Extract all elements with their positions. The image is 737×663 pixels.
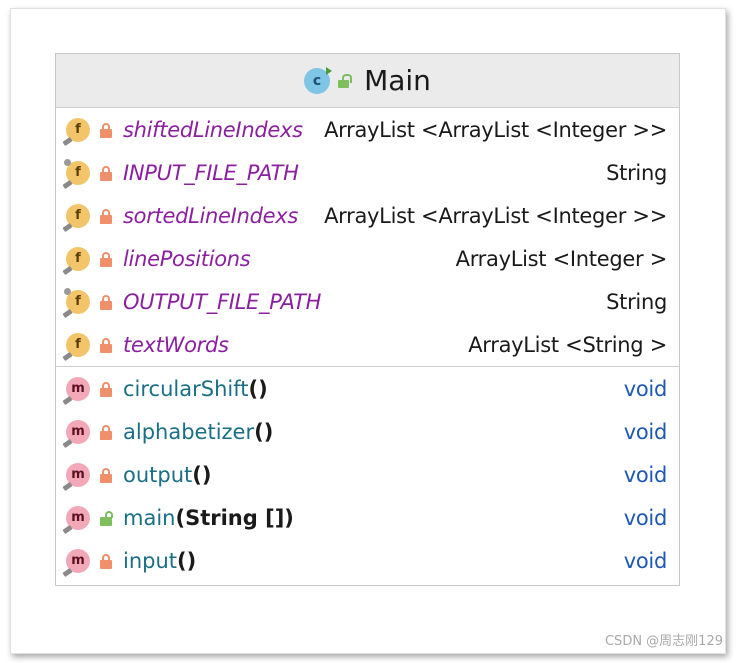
method-name: circularShift: [123, 376, 249, 401]
field-f-final-icon: f: [62, 158, 90, 189]
field-type: String: [606, 289, 667, 314]
method-return-type: void: [623, 548, 668, 573]
field-row: f linePositions ArrayList <Integer >: [56, 237, 679, 280]
field-row: f OUTPUT_FILE_PATH String: [56, 280, 679, 323]
method-return-type: void: [623, 419, 668, 444]
field-name: INPUT_FILE_PATH: [123, 160, 299, 185]
field-f-final-icon: f: [62, 287, 90, 318]
method-row: m circularShift () void: [56, 367, 679, 410]
method-params: (): [248, 376, 268, 401]
method-name: input: [123, 548, 178, 573]
method-row: m input () void: [56, 539, 679, 582]
method-name: output: [123, 462, 193, 487]
method-params: (): [177, 548, 197, 573]
field-type: ArrayList <ArrayList <Integer >>: [324, 117, 667, 142]
lock-icon: [99, 553, 113, 569]
method-return-type: void: [623, 462, 668, 487]
fields-section: f shiftedLineIndexs ArrayList <ArrayList…: [56, 108, 679, 367]
method-row: m alphabetizer () void: [56, 410, 679, 453]
field-type: ArrayList <String >: [468, 332, 667, 357]
field-type: ArrayList <Integer >: [455, 246, 668, 271]
method-row: m output () void: [56, 453, 679, 496]
lock-icon: [99, 208, 113, 224]
field-row: f shiftedLineIndexs ArrayList <ArrayList…: [56, 108, 679, 151]
unlock-icon: [336, 73, 353, 88]
field-row: f sortedLineIndexs ArrayList <ArrayList …: [56, 194, 679, 237]
method-name: main: [123, 505, 176, 530]
method-params: (String []): [175, 505, 294, 530]
method-row: m main (String []) void: [56, 496, 679, 539]
field-type: ArrayList <ArrayList <Integer >>: [324, 203, 667, 228]
method-m-icon: m: [62, 462, 90, 491]
method-m-icon: m: [62, 548, 90, 577]
method-return-type: void: [623, 376, 668, 401]
uml-class-box: c Main f shiftedLineIndexs ArrayList <Ar…: [55, 53, 680, 586]
field-name: OUTPUT_FILE_PATH: [123, 289, 322, 314]
method-params: (): [254, 419, 274, 444]
field-f-icon: f: [62, 117, 90, 146]
lock-icon: [99, 294, 113, 310]
class-c-icon: c: [304, 66, 333, 94]
method-m-icon: m: [62, 505, 90, 534]
lock-icon: [99, 165, 113, 181]
field-name: shiftedLineIndexs: [123, 117, 303, 142]
field-row: f INPUT_FILE_PATH String: [56, 151, 679, 194]
lock-icon: [99, 381, 113, 397]
lock-icon: [99, 251, 113, 267]
lock-icon: [99, 122, 113, 138]
field-name: textWords: [123, 332, 229, 357]
methods-section: m circularShift () void m alphabetizer (…: [56, 367, 679, 582]
method-params: (): [192, 462, 212, 487]
field-row: f textWords ArrayList <String >: [56, 323, 679, 366]
field-name: linePositions: [123, 246, 251, 271]
method-m-icon: m: [62, 376, 90, 405]
lock-icon: [99, 424, 113, 440]
field-f-icon: f: [62, 332, 90, 361]
lock-icon: [99, 337, 113, 353]
class-name: Main: [364, 64, 431, 97]
class-header: c Main: [56, 54, 679, 108]
field-f-icon: f: [62, 246, 90, 275]
method-m-icon: m: [62, 419, 90, 448]
lock-icon: [99, 467, 113, 483]
field-type: String: [606, 160, 667, 185]
unlock-icon: [99, 510, 113, 526]
method-return-type: void: [623, 505, 668, 530]
field-f-icon: f: [62, 203, 90, 232]
method-name: alphabetizer: [123, 419, 255, 444]
watermark: CSDN @周志刚129: [604, 634, 723, 649]
field-name: sortedLineIndexs: [123, 203, 298, 228]
